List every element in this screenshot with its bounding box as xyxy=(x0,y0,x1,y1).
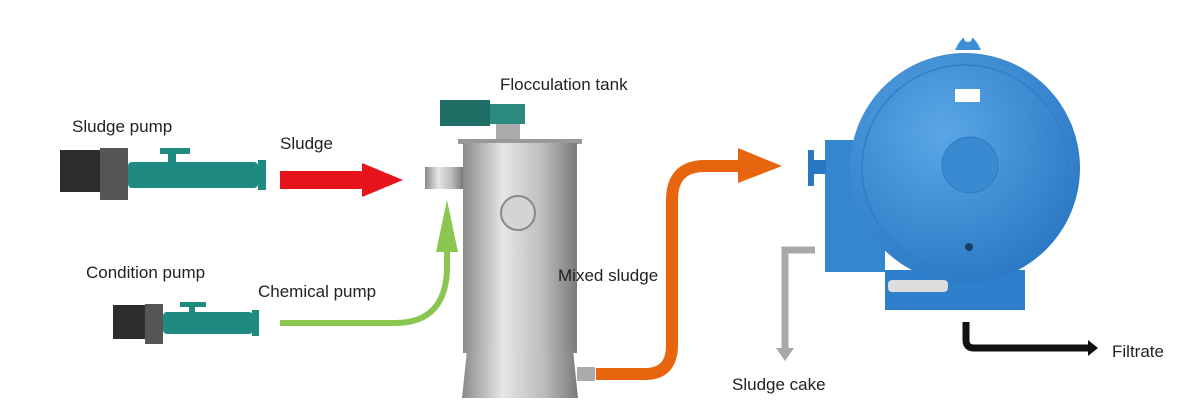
chemical-arrow xyxy=(280,200,458,326)
condition-pump-image xyxy=(113,302,259,344)
label-filtrate: Filtrate xyxy=(1112,342,1164,361)
sludge-cake-arrow xyxy=(776,246,815,361)
label-mixed-sludge: Mixed sludge xyxy=(558,266,658,285)
filtrate-arrow xyxy=(962,322,1098,356)
dewatering-machine-image xyxy=(808,34,1080,310)
label-chemical-pump: Chemical pump xyxy=(258,282,376,301)
label-sludge-pump: Sludge pump xyxy=(72,117,172,136)
label-sludge: Sludge xyxy=(280,134,333,153)
label-flocculation-tank: Flocculation tank xyxy=(500,75,628,94)
sludge-pump-image xyxy=(60,148,266,200)
flocculation-tank-image xyxy=(425,100,595,398)
label-condition-pump: Condition pump xyxy=(86,263,205,282)
mixed-sludge-arrow xyxy=(596,148,782,380)
label-sludge-cake: Sludge cake xyxy=(732,375,826,394)
sludge-arrow xyxy=(280,163,403,197)
